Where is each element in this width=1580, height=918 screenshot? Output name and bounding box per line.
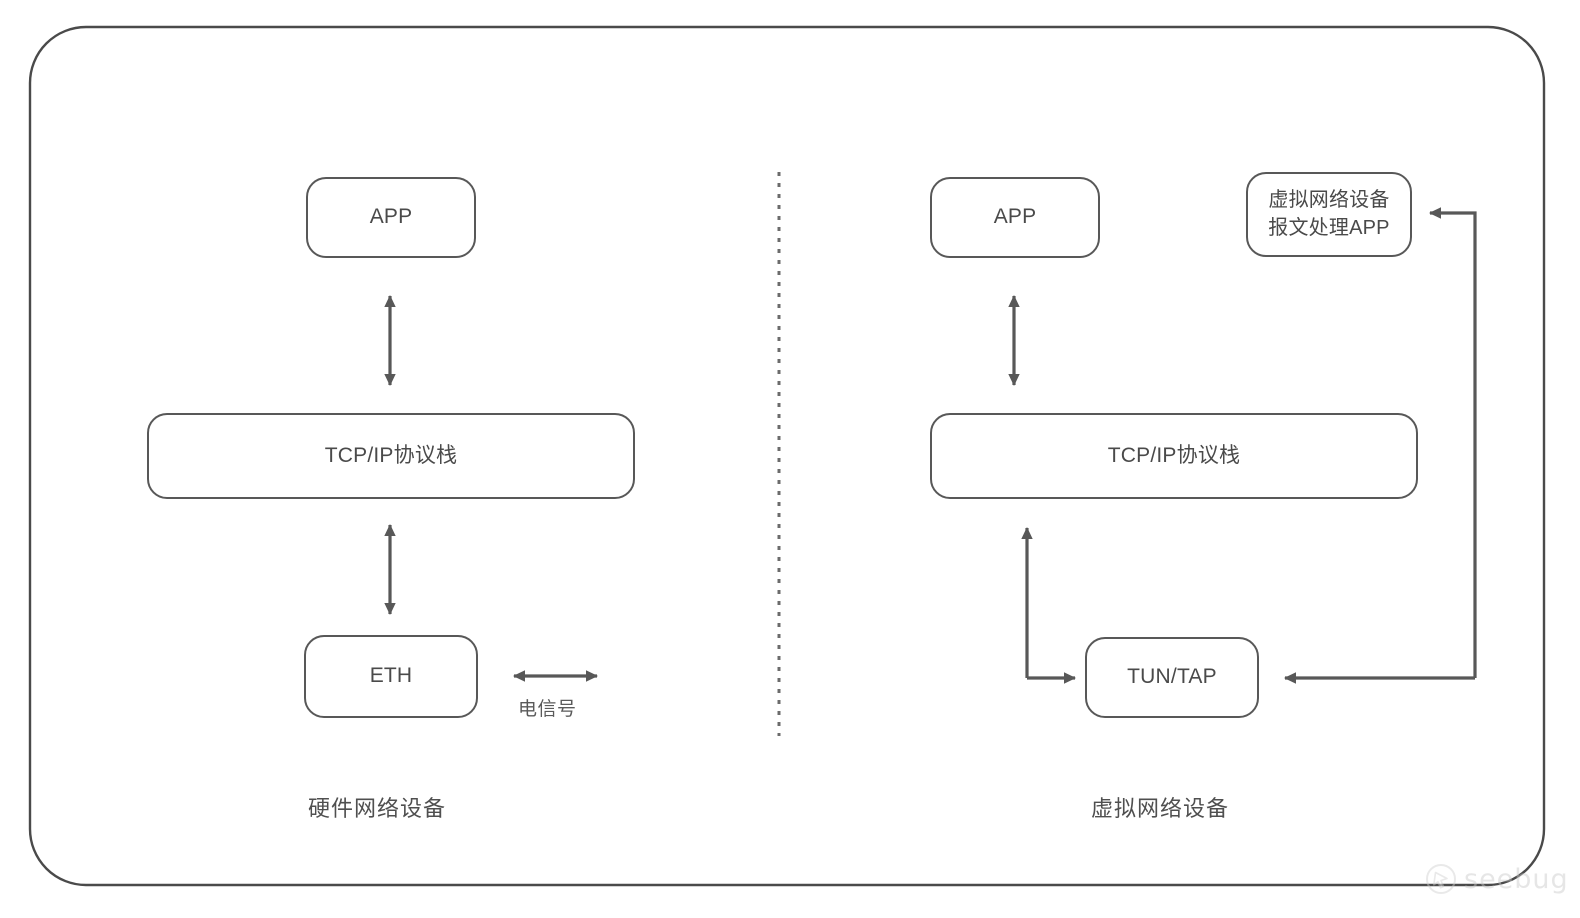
virtual-tcpip-stack-node[interactable]: TCP/IP协议栈 — [930, 413, 1418, 499]
electrical-signal-label: 电信号 — [518, 699, 577, 720]
virtual-app-label: APP — [993, 205, 1037, 229]
hardware-section-caption: 硬件网络设备 — [308, 796, 447, 821]
hardware-eth-node[interactable]: ETH — [304, 635, 478, 718]
hardware-tcpip-stack-label: TCP/IP协议栈 — [324, 443, 458, 467]
seebug-watermark-text: seebug — [1464, 863, 1569, 895]
virtual-tuntap-to-handler-app-arrow — [1429, 207, 1477, 678]
hardware-eth-label: ETH — [369, 664, 413, 688]
virtual-tuntap-label: TUN/TAP — [1127, 665, 1217, 689]
virtual-tuntap-node[interactable]: TUN/TAP — [1085, 637, 1259, 718]
seebug-watermark: seebug — [1424, 862, 1569, 896]
hardware-tcpip-stack-node[interactable]: TCP/IP协议栈 — [147, 413, 635, 499]
outer-container-border — [28, 25, 1546, 887]
virtual-section-caption: 虚拟网络设备 — [1091, 796, 1230, 821]
hardware-app-node[interactable]: APP — [306, 177, 476, 258]
seebug-logo-icon — [1426, 864, 1456, 894]
virtual-tcpip-stack-label: TCP/IP协议栈 — [1107, 443, 1241, 467]
hardware-app-label: APP — [369, 205, 413, 229]
virtual-packet-handler-app-label-line2: 报文处理APP — [1268, 216, 1390, 239]
virtual-packet-handler-app-node[interactable]: 虚拟网络设备 报文处理APP — [1246, 172, 1412, 257]
virtual-app-node[interactable]: APP — [930, 177, 1100, 258]
virtual-packet-handler-app-label-line1: 虚拟网络设备 — [1268, 188, 1390, 211]
